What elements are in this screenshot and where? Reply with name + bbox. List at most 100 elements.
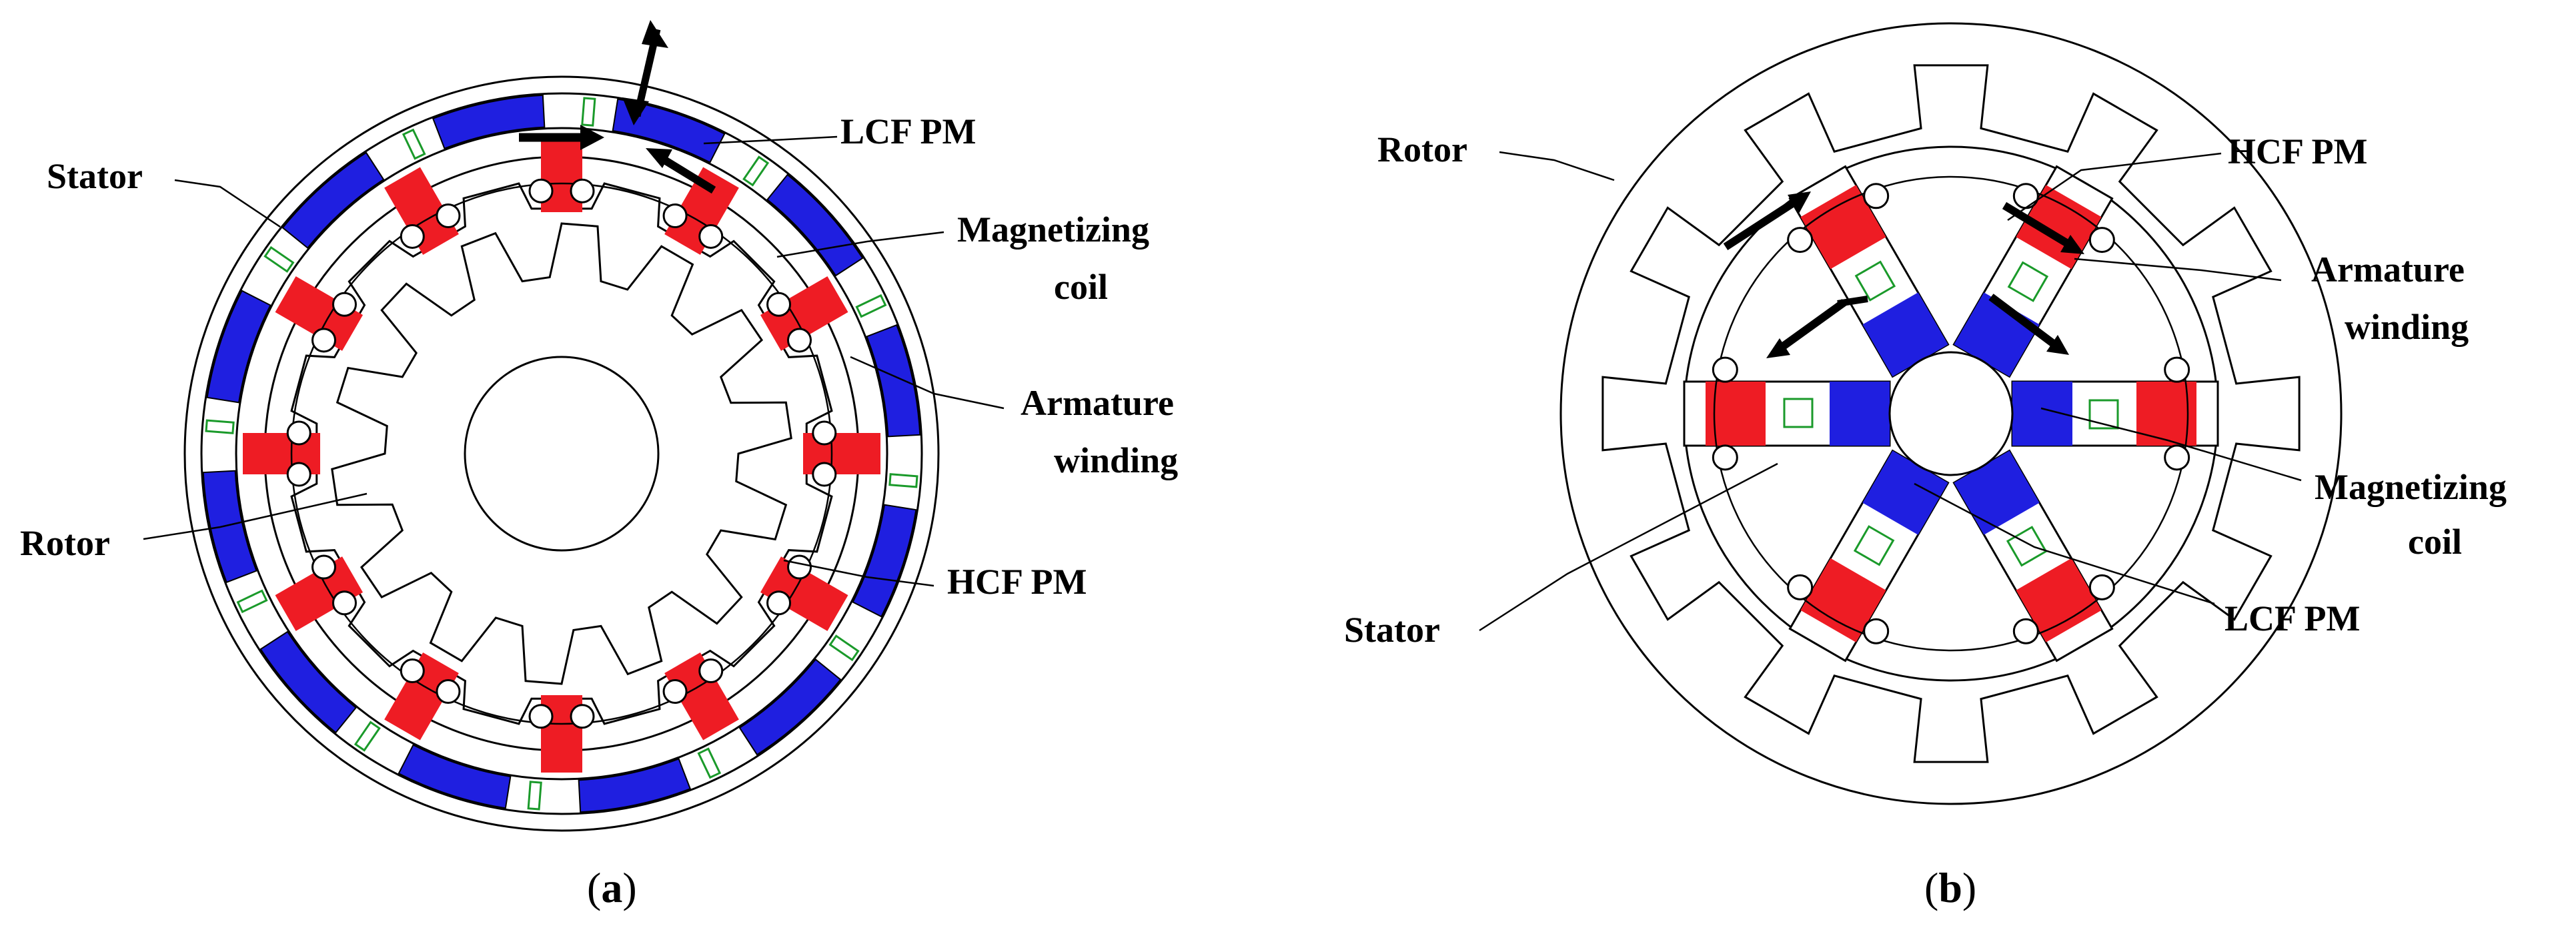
armature-winding-conductor — [286, 462, 311, 487]
armature-winding-conductor — [812, 462, 837, 487]
armature-label-a: Armature — [1021, 383, 1174, 423]
magnetizing-coil — [742, 155, 770, 187]
winding-label-b: winding — [2345, 307, 2469, 347]
magnetizing-coil — [2088, 399, 2119, 430]
armature-winding-conductor — [286, 420, 311, 446]
lcf-ring-outer-circle — [200, 92, 923, 815]
stator-tooth — [1788, 165, 1950, 378]
lcf-pm-block — [1862, 450, 1948, 535]
hcf-pm-label-a: HCF PM — [947, 562, 1087, 602]
magnetizing-coil — [855, 294, 887, 318]
armature-winding-conductor — [2088, 574, 2115, 600]
hcf-pm-magnet — [760, 556, 848, 631]
armature-winding-conductor — [787, 554, 812, 580]
lcf-pm-block — [1954, 450, 2040, 535]
lcf-pm-label-b: LCF PM — [2224, 598, 2360, 638]
armature-winding-conductor — [2088, 227, 2115, 254]
armature-winding-conductor — [698, 658, 724, 684]
lcf-pm-segment — [398, 744, 512, 809]
armature-winding-conductor — [766, 292, 792, 317]
magnetizing-coil — [888, 473, 918, 488]
armature-winding-conductor — [400, 658, 425, 684]
magnetizing-coil — [263, 246, 295, 273]
lcf-pm-label-a: LCF PM — [840, 111, 976, 151]
lcf-pm-segment — [206, 290, 271, 404]
diagram-a: Stator Rotor LCF PM Magnetizing coil Arm… — [20, 20, 1178, 911]
armature-winding-conductor — [311, 554, 336, 580]
magnetizing-coil — [1854, 260, 1896, 302]
hcf-pm-block — [1800, 558, 1886, 642]
arrow-head-down — [622, 97, 649, 125]
magnetizing-coil — [828, 634, 860, 662]
armature-winding-conductor — [2012, 183, 2039, 209]
magnetizing-coil — [527, 781, 542, 811]
caption-a: (a) — [587, 864, 637, 911]
armature-winding-conductor — [400, 223, 425, 249]
magnetizing-label-b: Magnetizing — [2315, 467, 2507, 507]
coil-label-b: coil — [2408, 522, 2462, 562]
arrow-head-right — [580, 125, 604, 150]
armature-winding-conductor — [436, 679, 461, 705]
magnetizing-coil — [697, 747, 722, 779]
winding-path-circle — [290, 182, 833, 725]
stator-label-b: Stator — [1344, 610, 1440, 650]
magnetizing-label-a: Magnetizing — [957, 209, 1149, 250]
flux-arrows — [519, 20, 716, 194]
rotor-label-b: Rotor — [1377, 129, 1467, 169]
lcf-pm-segment — [202, 470, 257, 584]
outer-frame-circle — [183, 75, 940, 832]
lcf-pm-segment — [766, 173, 864, 277]
shaft-circle — [464, 356, 660, 552]
armature-winding-set — [286, 178, 837, 729]
magnetizing-coil — [205, 419, 235, 434]
hcf-pm-magnet — [384, 167, 459, 255]
winding-path-circle-b — [1713, 175, 2189, 652]
leader-lines-a — [143, 135, 1005, 587]
magnetizing-coil — [236, 589, 268, 614]
winding-label-a: winding — [1054, 440, 1178, 480]
armature-winding-conductor — [1863, 618, 1890, 644]
armature-winding-conductor — [662, 679, 688, 705]
hcf-pm-magnet — [664, 652, 739, 741]
magnetizing-coil — [2006, 526, 2048, 567]
armature-winding-conductor — [1787, 574, 1814, 600]
shaft-circle-b — [1888, 351, 2014, 476]
coil-label-a: coil — [1054, 267, 1108, 307]
arrow-head-up — [642, 20, 668, 48]
armature-winding-conductor — [436, 203, 461, 228]
caption-b: (b) — [1924, 864, 1976, 911]
arrow-head-diag — [646, 148, 672, 168]
flux-arrows-b — [1723, 191, 2084, 358]
armature-winding-conductor — [1712, 444, 1738, 471]
hcf-pm-magnet — [275, 556, 363, 631]
armature-winding-conductor — [662, 203, 688, 228]
magnetizing-coil-ring — [205, 97, 918, 811]
hcf-pm-label-b: HCF PM — [2228, 131, 2367, 171]
rotor-inner-outline — [1601, 64, 2301, 763]
armature-winding-conductor — [2164, 356, 2190, 383]
armature-winding-conductor — [2164, 444, 2190, 471]
lcf-pm-block — [1862, 292, 1948, 377]
rotor-label-a: Rotor — [20, 523, 110, 563]
lcf-ring-inner-circle — [235, 127, 888, 781]
stator-label-a: Stator — [47, 156, 143, 196]
armature-winding-conductor — [812, 420, 837, 446]
rotor-outline — [331, 222, 792, 685]
armature-winding-conductor — [528, 178, 554, 203]
armature-winding-conductor — [766, 590, 792, 616]
armature-winding-conductor — [570, 178, 595, 203]
magnetizing-coil — [2007, 261, 2049, 302]
armature-winding-conductor — [1712, 356, 1738, 383]
lcf-pm-segment — [866, 324, 921, 438]
hcf-pm-magnet — [760, 276, 848, 351]
magnetizing-coil — [354, 721, 381, 752]
hcf-pm-block — [2016, 558, 2102, 642]
diagram-b: Rotor HCF PM Armature winding Magnetizin… — [1344, 22, 2507, 911]
armature-winding-conductor — [698, 223, 724, 249]
rotor-outer-circle — [1559, 22, 2343, 805]
leader-lines-b — [1479, 151, 2302, 632]
armature-winding-conductor — [332, 292, 357, 317]
magnetizing-coil — [581, 97, 596, 127]
armature-winding-conductor — [2012, 618, 2039, 644]
